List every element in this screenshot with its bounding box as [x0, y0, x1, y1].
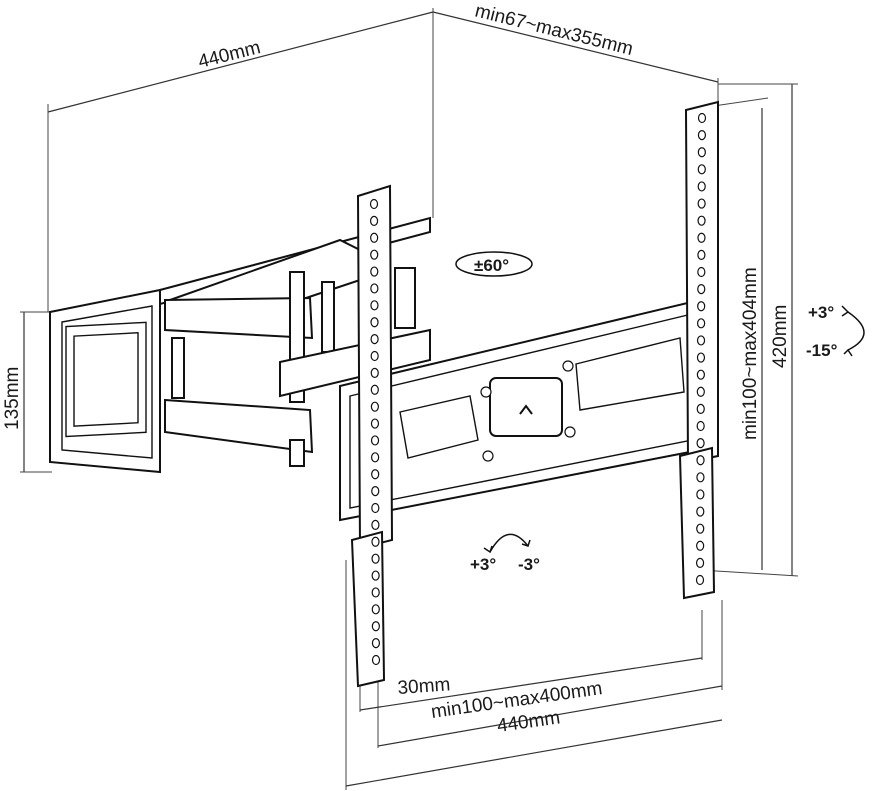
mounting-hole: [697, 181, 706, 192]
up-arrow-icon: [519, 404, 533, 415]
swivel-indicator: ±60°: [455, 251, 533, 277]
mounting-hole: [371, 536, 380, 547]
mounting-hole: [370, 367, 379, 378]
mounting-hole: [370, 435, 380, 446]
mounting-hole: [696, 455, 705, 466]
left-vertical-bracket: [350, 184, 394, 688]
mounting-hole: [696, 352, 706, 363]
mounting-hole: [370, 283, 379, 294]
mounting-hole: [371, 654, 381, 666]
mounting-hole: [369, 215, 379, 226]
mounting-hole: [370, 401, 379, 412]
mounting-hole: [696, 438, 705, 449]
mounting-hole: [696, 386, 705, 397]
mounting-hole: [370, 249, 379, 260]
mounting-hole: [371, 452, 380, 463]
mounting-hole: [371, 621, 380, 632]
mounting-hole: [695, 574, 705, 586]
mounting-hole: [371, 486, 380, 497]
mounting-hole: [371, 570, 380, 581]
bracket-height-label: 420mm: [770, 305, 791, 368]
mounting-hole: [697, 232, 706, 243]
mounting-hole: [696, 369, 705, 380]
mounting-hole: [697, 318, 706, 329]
mounting-hole: [696, 403, 705, 414]
mounting-hole: [371, 638, 381, 649]
vesa-vertical-label: min100~max404mm: [740, 267, 761, 440]
mounting-hole: [697, 249, 706, 260]
right-vertical-bracket: [678, 100, 719, 600]
mounting-hole: [370, 317, 379, 328]
mounting-hole: [696, 523, 705, 534]
tilt-down-label: -15°: [806, 341, 838, 360]
horizontal-rail: [339, 298, 701, 522]
mounting-hole: [370, 232, 379, 243]
mounting-hole: [697, 284, 706, 295]
level-indicator: +3° -3°: [470, 533, 540, 574]
mounting-hole: [697, 301, 706, 312]
mounting-hole: [696, 489, 705, 500]
mounting-hole: [370, 350, 379, 362]
wall-plate-height-label: 135mm: [2, 367, 23, 430]
mounting-hole: [370, 266, 379, 277]
mounting-hole: [697, 215, 706, 226]
mounting-hole: [696, 420, 705, 432]
mounting-hole: [371, 553, 380, 564]
mounting-hole: [697, 198, 706, 209]
mounting-hole: [696, 540, 705, 551]
tilt-up-label: +3°: [808, 303, 834, 322]
swivel-label: ±60°: [474, 256, 509, 275]
mounting-hole: [697, 112, 707, 124]
level-minus-label: -3°: [518, 555, 540, 574]
mounting-hole: [697, 266, 706, 278]
mounting-hole: [369, 198, 379, 210]
wall-plate-width-label: 440mm: [196, 37, 263, 73]
mounting-hole: [697, 130, 707, 141]
mounting-hole: [697, 147, 706, 158]
mounting-hole: [371, 469, 380, 480]
mounting-hole: [370, 300, 379, 311]
mounting-hole: [696, 506, 705, 517]
mounting-hole: [695, 557, 705, 568]
tilt-indicator: +3° -15°: [806, 303, 865, 360]
mounting-hole: [696, 335, 706, 346]
mounting-hole: [370, 334, 379, 345]
mounting-hole: [371, 604, 380, 615]
mounting-hole: [370, 384, 379, 395]
mounting-hole: [371, 502, 380, 514]
mounting-hole: [696, 472, 705, 483]
level-plus-label: +3°: [470, 555, 496, 574]
mounting-hole: [697, 164, 706, 175]
mounting-hole: [371, 519, 380, 530]
articulating-arms: [164, 238, 431, 467]
mounting-hole: [371, 587, 380, 598]
mounting-hole: [370, 418, 380, 429]
bracket-offset-label: 30mm: [397, 674, 451, 699]
arm-extension-label: min67~max355mm: [473, 0, 635, 60]
